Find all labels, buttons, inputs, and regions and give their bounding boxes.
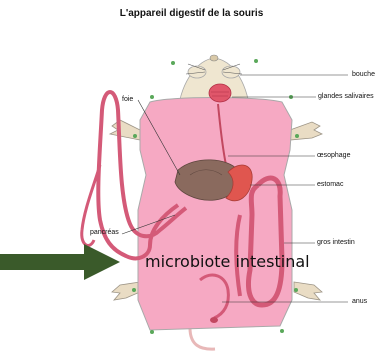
diagram-title: L'appareil digestif de la souris (0, 8, 383, 19)
arrow-icon (0, 244, 120, 280)
mouse-body (138, 98, 292, 331)
salivary-glands (209, 84, 231, 102)
caption-microbiote: microbiote intestinal (145, 252, 310, 271)
anus-marker (210, 317, 218, 323)
label-anus: anus (352, 298, 367, 305)
label-bouche: bouche (352, 71, 375, 78)
mouse-tail (190, 328, 215, 349)
label-glandes-salivaires: glandes salivaires (318, 93, 374, 100)
label-gros-intestin: gros intestin (317, 239, 355, 246)
label-pancreas: pancréas (90, 229, 119, 236)
label-estomac: estomac (317, 181, 343, 188)
nose (210, 55, 218, 61)
label-oesophage: œsophage (317, 152, 350, 159)
label-foie: foie (122, 96, 133, 103)
